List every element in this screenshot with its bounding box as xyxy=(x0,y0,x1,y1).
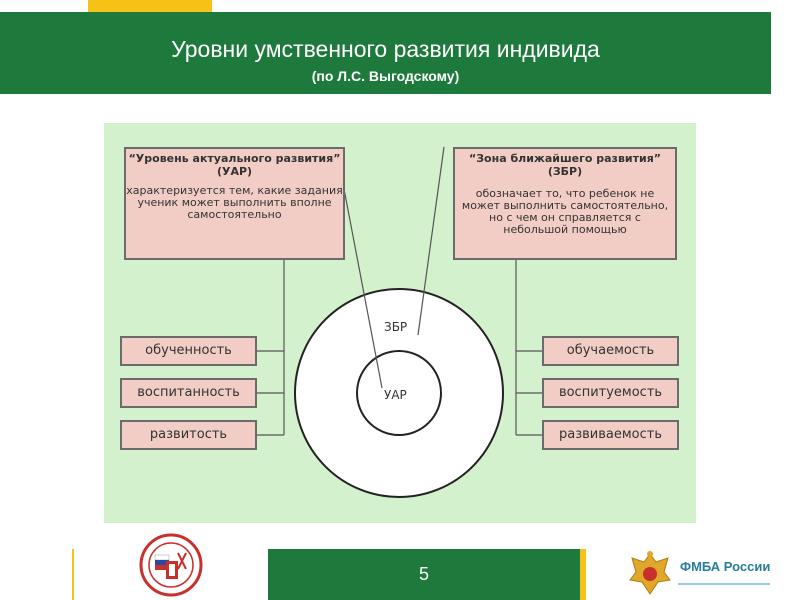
actual-development-description: характеризуется тем, какие задания учени… xyxy=(126,184,343,221)
accent-tab xyxy=(88,0,212,12)
actual-development-title: “Уровень актуального развития” (УАР) xyxy=(128,152,341,178)
page-bar-stripe xyxy=(580,549,586,600)
vygotsky-diagram: “Уровень актуального развития” (УАР) хар… xyxy=(104,123,696,523)
diagram-connectors xyxy=(257,146,542,498)
proximal-zone-description: обозначает то, что ребенок не может выпо… xyxy=(461,187,669,236)
brand-underline xyxy=(678,583,770,585)
left-item-upbringing: воспитанность xyxy=(120,378,257,408)
footer-accent-line xyxy=(72,549,74,600)
fmba-seal-logo xyxy=(139,533,203,597)
page-number-bar: 5 xyxy=(268,549,580,600)
uar-circle-label: УАР xyxy=(384,388,407,402)
uar-inner-circle xyxy=(356,350,442,436)
left-item-development: развитость xyxy=(120,420,257,450)
left-item-learnedness: обученность xyxy=(120,336,257,366)
proximal-zone-box: “Зона ближайшего развития” (ЗБР) обознач… xyxy=(453,147,677,260)
zbr-circle-label: ЗБР xyxy=(384,320,408,334)
right-item-developability: развиваемость xyxy=(542,420,679,450)
pointer-zbr xyxy=(417,146,445,336)
right-item-educability: воспитуемость xyxy=(542,378,679,408)
slide-header: Уровни умственного развития индивида (по… xyxy=(0,12,771,94)
eagle-emblem-logo xyxy=(629,551,671,595)
slide-subtitle: (по Л.С. Выгодскому) xyxy=(311,68,460,84)
page-number: 5 xyxy=(418,564,429,584)
proximal-zone-title: “Зона ближайшего развития” (ЗБР) xyxy=(469,152,661,178)
brand-name: ФМБА России xyxy=(680,559,771,574)
slide-title: Уровни умственного развития индивида xyxy=(171,36,600,62)
actual-development-box: “Уровень актуального развития” (УАР) хар… xyxy=(124,147,345,260)
right-item-learnability: обучаемость xyxy=(542,336,679,366)
